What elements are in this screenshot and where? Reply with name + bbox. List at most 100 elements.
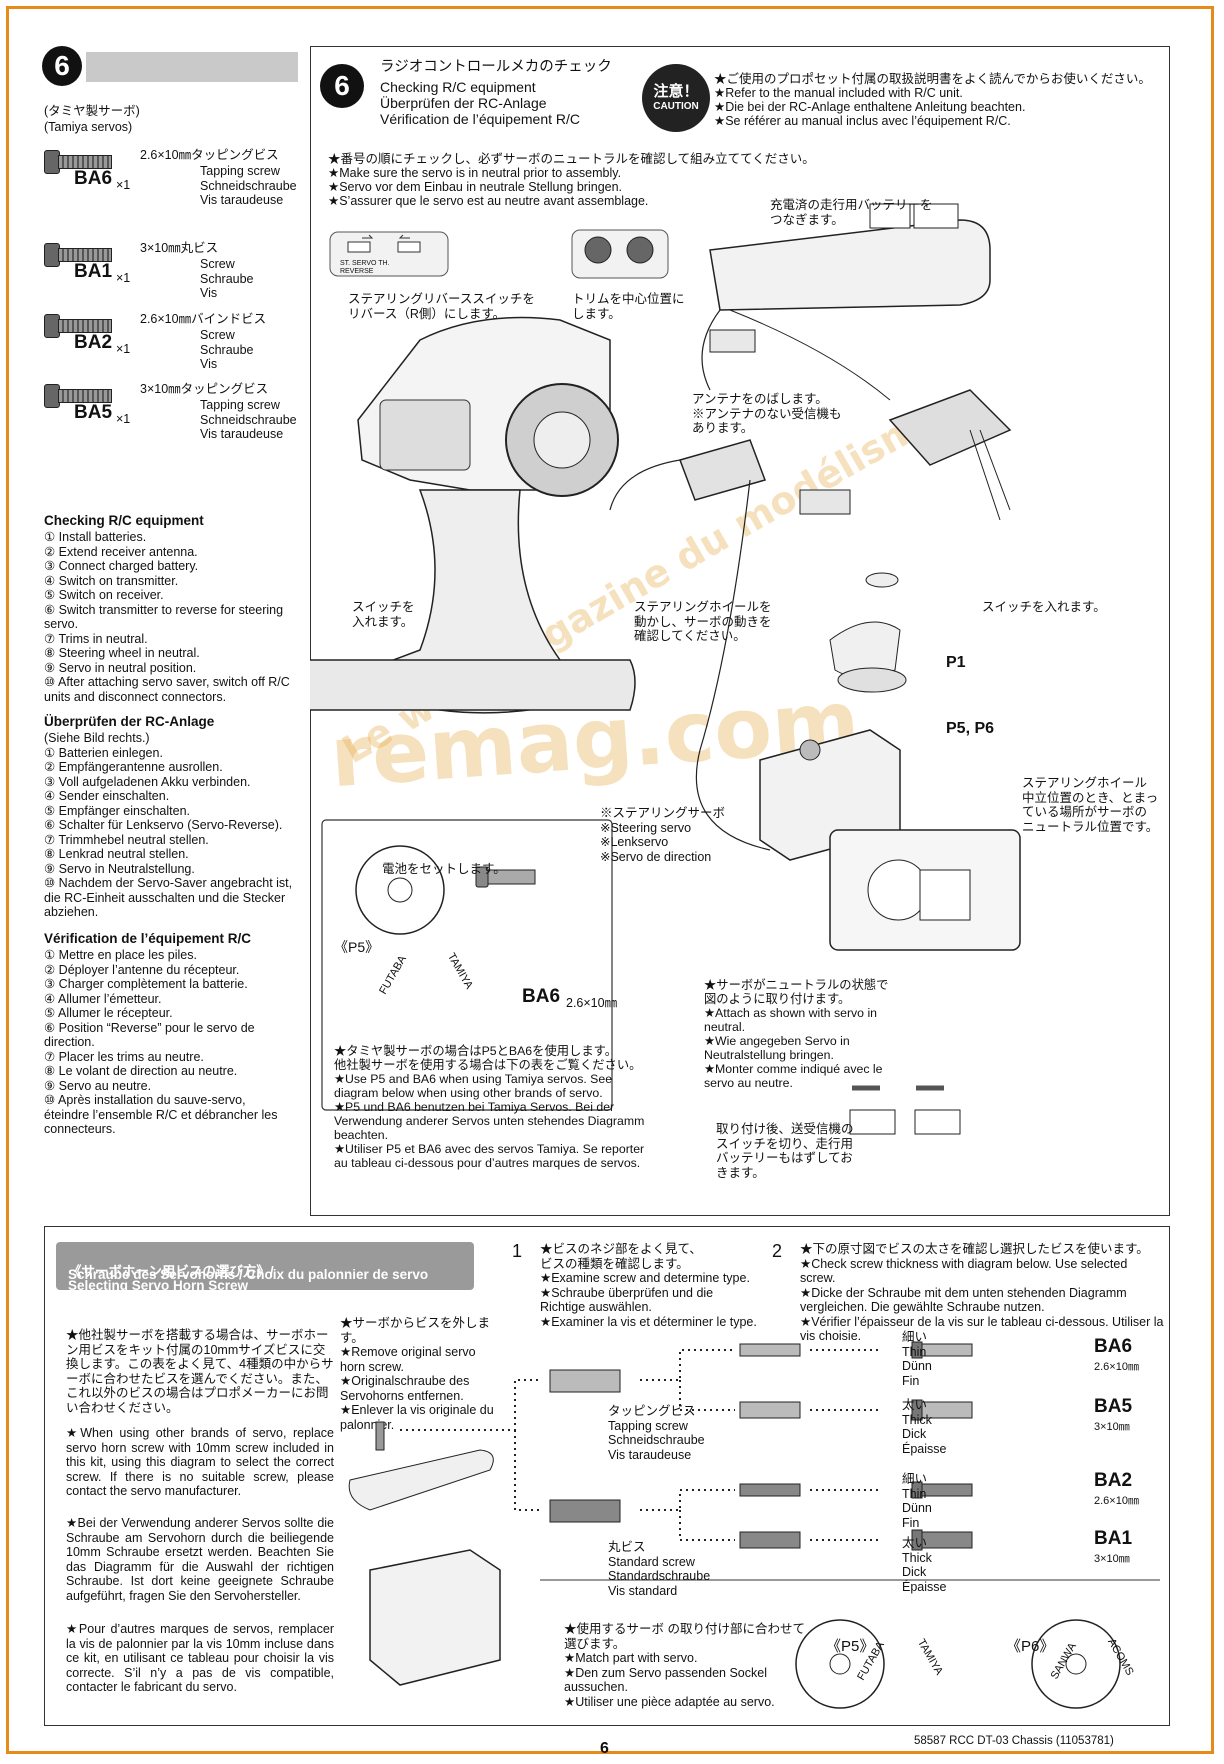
- check-de-list: (Siehe Bild rechts.) ① Batterien einlege…: [44, 731, 293, 919]
- screw-size: 2.6×10㎜タッピングビス: [140, 148, 279, 162]
- screw-shaft-icon: [58, 155, 112, 169]
- servo-saver-parts: [829, 572, 907, 693]
- step4-label: スイッチを 入れます。: [352, 600, 415, 629]
- main-title-en: Checking R/C equipment: [380, 79, 536, 95]
- step1-num: 1: [512, 1241, 523, 1261]
- screw-code: BA6: [74, 168, 113, 189]
- switch-illustration: [799, 489, 851, 515]
- main-title-fr: Vérification de l’équipement R/C: [380, 111, 580, 127]
- thick-label-2: 太い Thick Dick Épaisse: [902, 1536, 947, 1594]
- caution-en: CAUTION: [653, 101, 699, 112]
- step5-label: スイッチを入れます。: [982, 600, 1106, 614]
- servo-reverse-label: ST. SERVO TH. REVERSE: [340, 260, 390, 275]
- page-footer: 58587 RCC DT-03 Chassis (11053781): [914, 1735, 1114, 1747]
- p5-box-outline: [321, 819, 613, 1111]
- screw-qty: ×1: [116, 178, 131, 192]
- screw-qty: ×1: [116, 412, 131, 426]
- receiver-illustration: [609, 439, 766, 511]
- servo-horn-title-banner: [56, 1242, 474, 1290]
- tamiya-servos-jp: (タミヤ製サーボ): [44, 104, 140, 118]
- result-code-label: BA5: [1094, 1396, 1133, 1417]
- step6-label: ステアリングリバーススイッチを リバース（R側）にします。: [348, 292, 535, 321]
- caution-text: ★ご使用のプロポセット付属の取扱説明書をよく読んでからお使いください。 ★Ref…: [714, 72, 1151, 128]
- screw-thick-tapping: [739, 1401, 801, 1419]
- antenna-wire: [695, 479, 771, 851]
- standard-screw-sample: [549, 1499, 621, 1523]
- servo-horn-intro-fr: ★Pour d’autres marques de servos, rempla…: [66, 1622, 334, 1694]
- servo-horn-screw-diagram: [348, 1341, 1160, 1709]
- standard-screw-label: 丸ビス Standard screw Standardschraube Vis …: [608, 1540, 711, 1598]
- servo-with-horn-illustration: [348, 1421, 501, 1686]
- servo-horn-intro-jp: ★他社製サーボを搭載する場合は、サーボホーン用ビスをキット付属の10mmサイズビ…: [66, 1328, 334, 1415]
- servo-front-view: [829, 829, 1021, 951]
- result-screw-ba5: [911, 1399, 973, 1421]
- ba6-screw-illustration: [475, 866, 536, 888]
- header-bar-left: [86, 52, 298, 82]
- tapping-screw-sample: [549, 1369, 621, 1393]
- screw-qty: ×1: [116, 342, 131, 356]
- result-code-size: 2.6×10㎜: [1094, 1361, 1139, 1373]
- battery-pack-illustration: [701, 219, 991, 391]
- esc-illustration: [729, 309, 1012, 521]
- step-number-left: 6: [42, 46, 82, 86]
- rc-equipment-diagram: [310, 203, 1021, 1135]
- screw-code: BA2: [74, 332, 113, 353]
- page-frame: [6, 6, 1214, 1754]
- result-screw-ba2: [911, 1481, 973, 1499]
- p1-label: P1: [946, 654, 966, 671]
- tamiya-servos-en: (Tamiya servos): [44, 120, 133, 134]
- thick-label-1: 太い Thick Dick Épaisse: [902, 1398, 947, 1456]
- match-part-note: ★使用するサーボ の取り付け部に合わせて 選びます。 ★Match part w…: [564, 1622, 805, 1709]
- screw-size: 2.6×10㎜バインドビス: [140, 312, 267, 326]
- servo-horn-intro-de: ★Bei der Verwendung anderer Servos sollt…: [66, 1516, 334, 1603]
- p5-box-note: ★タミヤ製サーボの場合はP5とBA6を使用します。 他社製サーボを使用する場合は…: [334, 1044, 645, 1170]
- neutral-note: ★番号の順にチェックし、必ずサーボのニュートラルを確認して組み立ててください。 …: [328, 152, 815, 208]
- result-code-label: BA2: [1094, 1470, 1133, 1491]
- servo-horn-title-line1: 《サーボホーン用ビスの選び方》/ Selecting Servo Horn Sc…: [68, 1250, 274, 1294]
- step10-label: 取り付け後、送受信機の スイッチを切り、走行用 バッテリーもはずしてお きます。: [716, 1122, 854, 1180]
- step3-label: 充電済の走行用バッテリーを つなぎます。: [770, 198, 933, 227]
- check-en-list: ① Install batteries. ② Extend receiver a…: [44, 530, 290, 704]
- screw-names: Tapping screw Schneidschraube Vis taraud…: [200, 398, 297, 441]
- servo-neutral-note: ★サーボがニュートラルの状態で 図のように取り付けます。 ★Attach as …: [704, 978, 889, 1090]
- servo-horn-box: [44, 1226, 1170, 1726]
- result-code-size: 3×10㎜: [1094, 1553, 1130, 1565]
- step8-label: ステアリングホイールを 動かし、サーボの動きを 確認してください。: [634, 600, 772, 643]
- p5p6-label: P5, P6: [946, 720, 995, 737]
- screw-names: Screw Schraube Vis: [200, 257, 254, 300]
- step2-num: 2: [772, 1241, 783, 1261]
- result-code-size: 3×10㎜: [1094, 1421, 1130, 1433]
- thin-label-2: 細い Thin Dünn Fin: [902, 1472, 932, 1530]
- tapping-screw-label: タッピングビス Tapping screw Schneidschraube Vi…: [608, 1404, 705, 1462]
- page-number: 6: [600, 1740, 609, 1757]
- steering-servo-illustration: [759, 729, 901, 861]
- transmitter-illustration: [310, 316, 636, 714]
- trim-knobs-illustration: [571, 229, 669, 279]
- step2-label: アンテナをのばします。 ※アンテナのない受信機も あります。: [692, 392, 842, 435]
- screw-shaft-icon: [58, 389, 112, 403]
- step2-text: ★下の原寸図でビスの太さを確認し選択したビスを使います。 ★Check scre…: [800, 1242, 1164, 1343]
- screw-names: Screw Schraube Vis: [200, 328, 254, 371]
- screw-thin-tapping: [739, 1343, 801, 1357]
- check-fr-list: ① Mettre en place les piles. ② Déployer …: [44, 948, 278, 1136]
- screw-thick-standard: [739, 1531, 801, 1549]
- result-code-label: BA6: [1094, 1336, 1133, 1357]
- step1-text: ★ビスのネジ部をよく見て、 ビスの種類を確認します。 ★Examine scre…: [540, 1242, 757, 1329]
- caution-jp: 注意！: [653, 83, 699, 100]
- screw-shaft-icon: [58, 248, 112, 262]
- step9-label: ステアリングホイール 中立位置のとき、とまっ ている場所がサーボの ニュートラル…: [1022, 776, 1159, 834]
- step1-label: 電池をセットします。: [382, 862, 506, 876]
- check-de-title: Überprüfen der RC-Anlage: [44, 714, 215, 729]
- p5-box-ba6-size: 2.6×10㎜: [566, 996, 618, 1010]
- caution-badge: 注意！ CAUTION: [642, 64, 710, 132]
- screw-names: Tapping screw Schneidschraube Vis taraud…: [200, 164, 297, 207]
- screw-thin-standard: [739, 1483, 801, 1497]
- main-step-box: [310, 46, 1170, 1216]
- remove-screw-note: ★サーボからビスを外します。 ★Remove original servo ho…: [340, 1316, 494, 1432]
- p5-bottom-label: 《P5》: [826, 1638, 875, 1655]
- p5-box-title: 《P5》: [334, 939, 380, 955]
- screw-qty: ×1: [116, 271, 131, 285]
- servo-reverse-switch-illustration: [329, 231, 449, 277]
- servo-horn-title-jp: 《サーボホーン用ビスの選び方》/: [68, 1263, 274, 1279]
- screw-code: BA1: [74, 261, 113, 282]
